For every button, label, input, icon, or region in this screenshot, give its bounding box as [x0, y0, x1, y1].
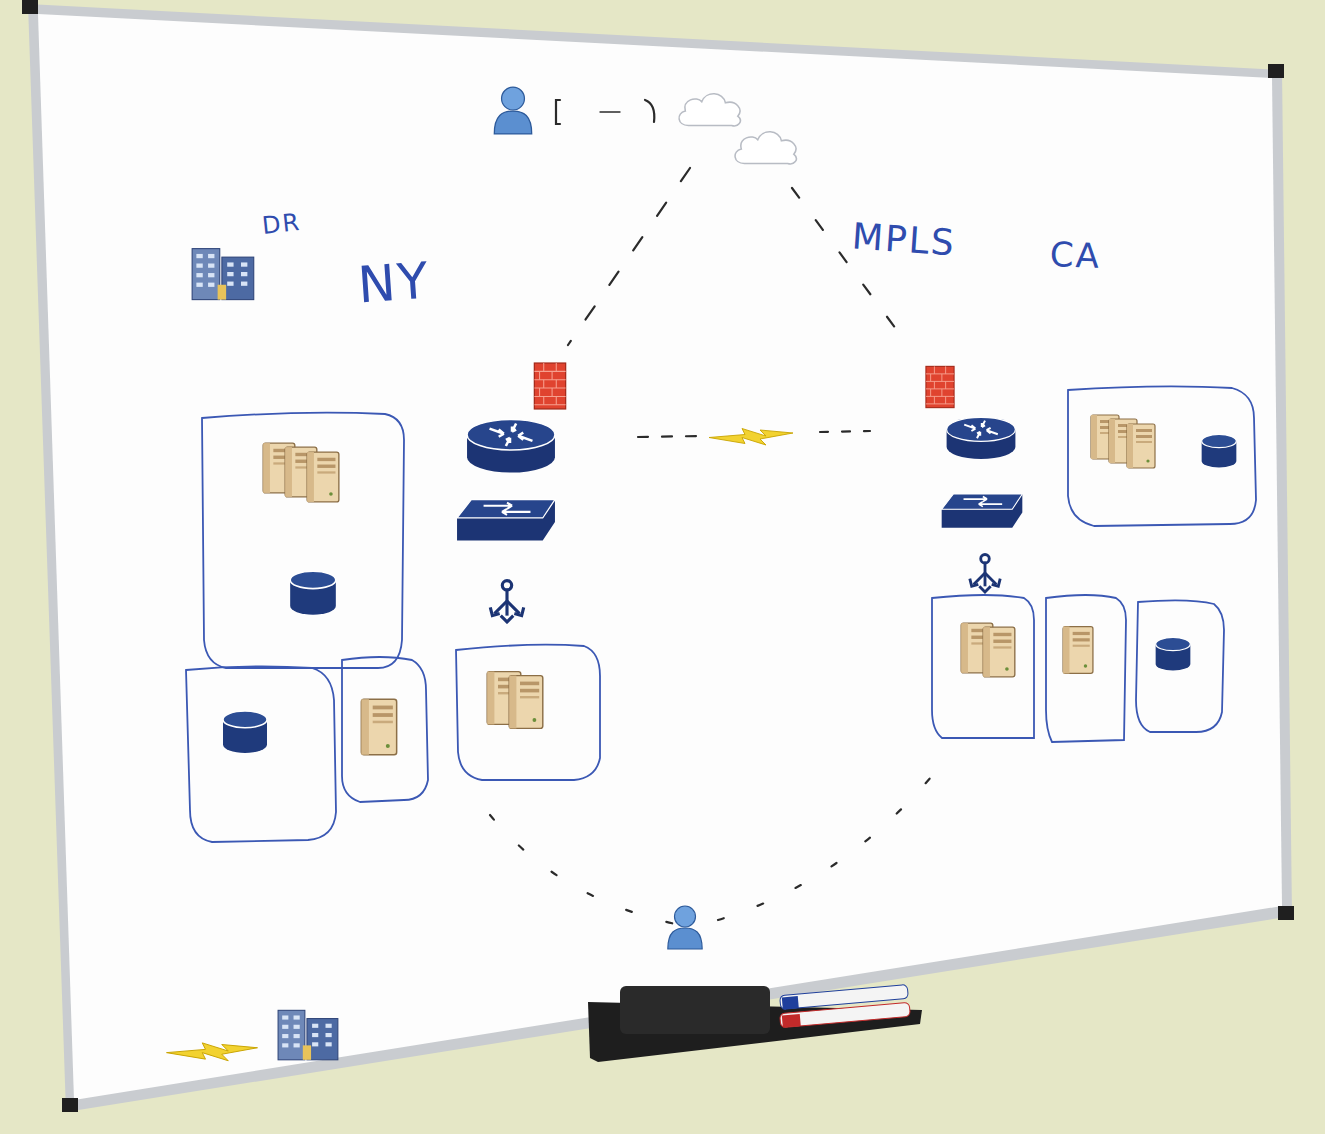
server-icon	[983, 627, 1015, 677]
server-icon	[509, 676, 543, 729]
board-surface	[38, 14, 1282, 1100]
remote-user-link	[718, 760, 945, 920]
cloud-icon	[735, 132, 796, 164]
load-balancer-icon	[490, 581, 523, 622]
marker-cap	[782, 1014, 801, 1028]
frame-corner	[22, 0, 38, 14]
lightning-icon	[167, 1043, 258, 1061]
lightning-icon	[709, 429, 793, 446]
router-icon	[947, 417, 1016, 459]
handwritten-label: MPLS	[851, 218, 957, 261]
mpls-link	[792, 188, 910, 348]
database-icon	[1202, 434, 1237, 467]
server-stack	[263, 443, 339, 502]
hand-boxes	[186, 386, 1256, 842]
server-stack	[961, 623, 1015, 677]
cloud-icon	[679, 94, 740, 126]
server-group-box	[932, 595, 1034, 738]
server-group-box	[186, 666, 336, 842]
server-stack	[487, 672, 543, 729]
server-group-box	[342, 657, 428, 802]
board-frame	[28, 4, 1292, 1112]
handwritten-label: NY	[356, 256, 431, 311]
firewall-icon	[926, 366, 954, 407]
server-icon	[361, 699, 396, 754]
server-icon	[1063, 627, 1093, 674]
server-group-box	[1068, 386, 1256, 526]
user-icon	[668, 906, 702, 949]
site-link	[820, 431, 870, 432]
router-icon	[467, 419, 555, 472]
site-link	[638, 436, 700, 437]
firewall-icon	[534, 363, 565, 409]
server-icon	[307, 452, 339, 502]
frame-corner	[62, 1098, 78, 1112]
marker	[780, 1002, 911, 1027]
remote-user-link	[490, 815, 680, 925]
bracket	[645, 100, 654, 122]
tunnel-line	[600, 111, 620, 112]
marker-cap	[782, 996, 799, 1009]
database-icon	[223, 711, 267, 753]
server-icon	[1127, 424, 1155, 468]
switch-icon	[942, 494, 1023, 528]
server-group-box	[456, 645, 600, 780]
building-icon	[192, 249, 254, 300]
frame-corner	[1278, 906, 1294, 920]
handwritten-label: CA	[1049, 237, 1101, 273]
server-stack	[1091, 415, 1155, 468]
user-icon	[494, 87, 531, 134]
building-icon	[278, 1010, 338, 1060]
frame-corner	[1268, 64, 1284, 78]
eraser	[620, 986, 770, 1034]
wan-link	[568, 168, 690, 345]
handwritten-label: DR	[261, 210, 302, 238]
switch-icon	[457, 500, 555, 541]
load-balancer-icon	[970, 554, 1000, 592]
database-icon	[290, 571, 336, 614]
server-group-box	[1136, 600, 1224, 732]
server-group-box	[1046, 595, 1126, 742]
server-group-box	[202, 413, 404, 668]
bracket	[556, 100, 560, 124]
database-icon	[1156, 637, 1191, 670]
